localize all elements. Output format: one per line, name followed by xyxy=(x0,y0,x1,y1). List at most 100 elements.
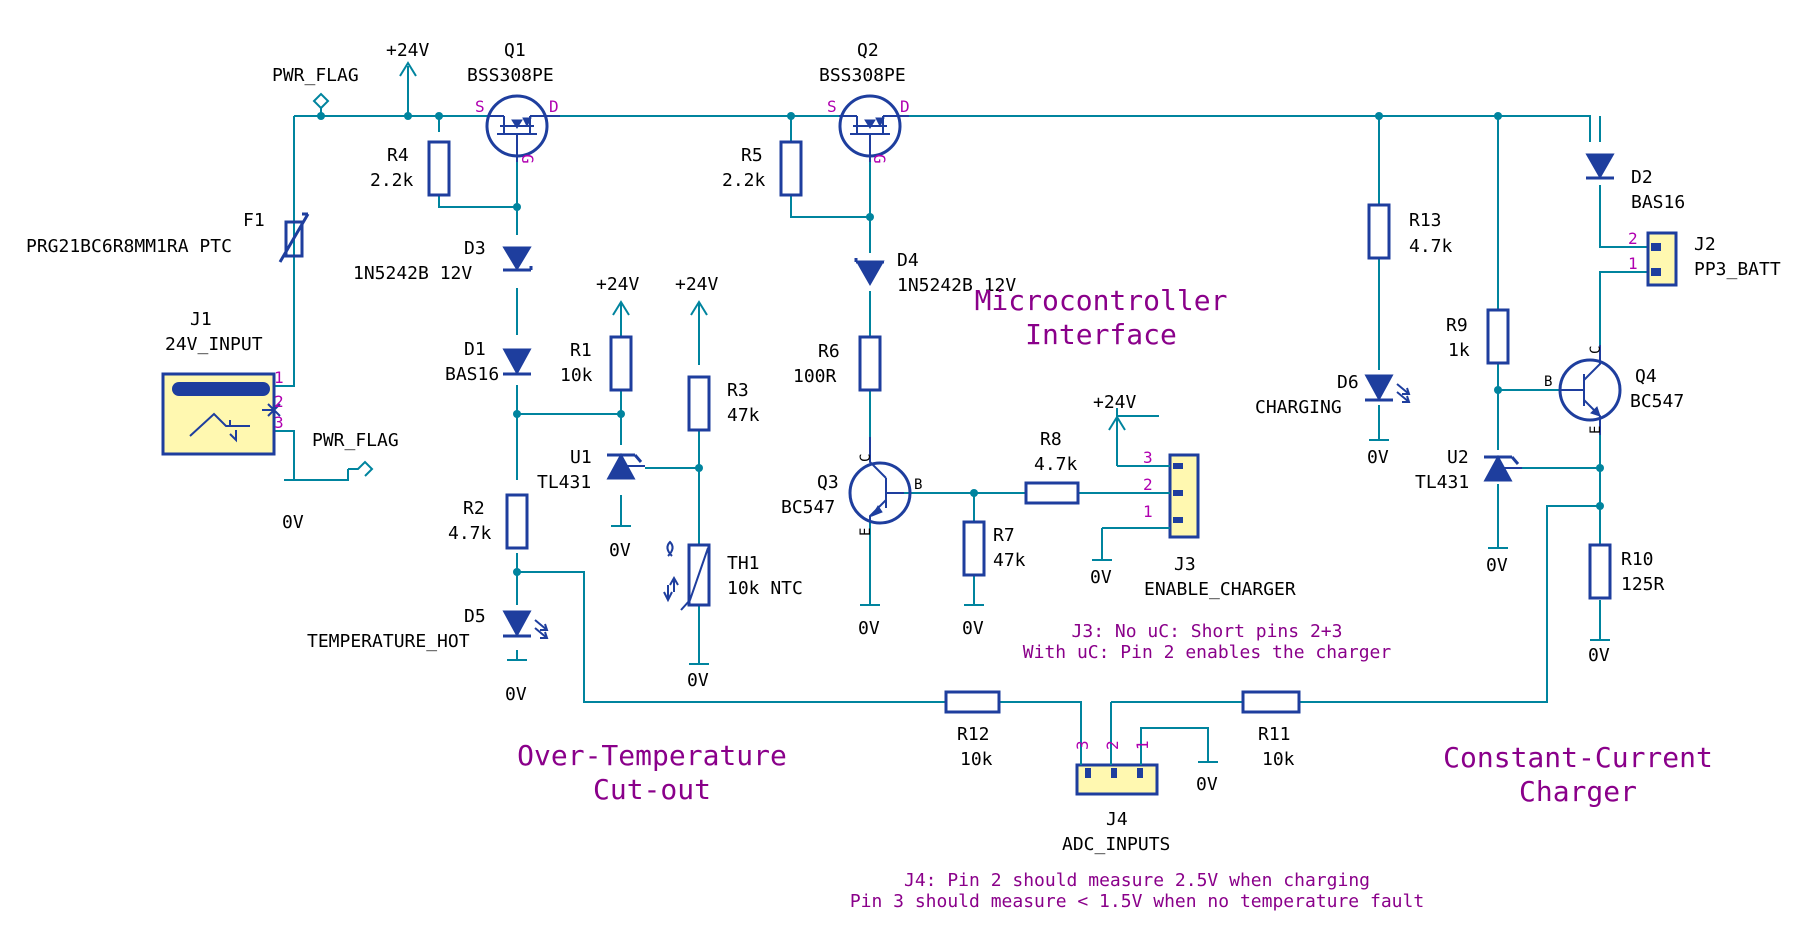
value-label: ADC_INPUTS xyxy=(1062,834,1170,855)
value-label: 10k xyxy=(960,749,993,770)
ref-label: R11 xyxy=(1258,724,1291,745)
ref-label: U2 xyxy=(1447,447,1469,468)
gnd-label: 0V xyxy=(687,670,709,691)
ref-label: J2 xyxy=(1694,234,1716,255)
mosfet-q1 xyxy=(485,94,560,162)
zener-d4 xyxy=(854,258,885,287)
value-label: 47k xyxy=(727,405,760,426)
pin-label: D xyxy=(549,97,559,116)
gnd-label: 0V xyxy=(1367,447,1389,468)
value-label: 10k NTC xyxy=(727,578,803,599)
pwr-flag-label: PWR_FLAG xyxy=(272,65,359,86)
connector-j3 xyxy=(1117,453,1200,539)
section-title: Constant-Current xyxy=(1443,741,1713,774)
note-line: Pin 3 should measure < 1.5V when no temp… xyxy=(850,891,1424,912)
ref-label: Q2 xyxy=(857,40,879,61)
value-label: 125R xyxy=(1621,574,1665,595)
pin-label: 1 xyxy=(1133,740,1152,750)
pin-label: B xyxy=(1544,374,1552,390)
ref-label: D5 xyxy=(464,606,486,627)
ref-label: Q3 xyxy=(817,472,839,493)
note-line: With uC: Pin 2 enables the charger xyxy=(1023,642,1392,663)
junctions xyxy=(317,112,1604,576)
ref-label: R3 xyxy=(727,380,749,401)
value-label: 2.2k xyxy=(370,170,414,191)
led-d5 xyxy=(502,610,549,639)
value-label: 1N5242B 12V xyxy=(353,263,472,284)
pin-labels: S D G S D G B C E B C E 1 2 3 2 1 3 2 1 … xyxy=(274,97,1638,750)
value-label: BAS16 xyxy=(445,364,499,385)
gnd-label: 0V xyxy=(1196,774,1218,795)
value-label: 24V_INPUT xyxy=(165,334,263,355)
pin-label: B xyxy=(914,477,922,493)
pin-label: G xyxy=(870,154,889,164)
p24-label: +24V xyxy=(596,274,640,295)
ref-label: D3 xyxy=(464,238,486,259)
value-label: 10k xyxy=(560,365,593,386)
rail-labels: +24V +24V +24V +24V PWR_FLAG PWR_FLAG 0V… xyxy=(272,40,1610,795)
pin-label: 2 xyxy=(1143,475,1153,494)
note-line: J4: Pin 2 should measure 2.5V when charg… xyxy=(904,870,1370,891)
thermistor-th1 xyxy=(663,540,711,611)
value-label: BSS308PE xyxy=(467,65,554,86)
pin-label: 3 xyxy=(1143,448,1153,467)
pin-label: 1 xyxy=(1143,502,1153,521)
value-label: TL431 xyxy=(537,472,591,493)
resistor-r10 xyxy=(1588,543,1612,600)
pin-label: G xyxy=(518,154,537,164)
value-label: TEMPERATURE_HOT xyxy=(307,631,470,652)
connector-j2 xyxy=(1646,231,1678,287)
pin-label: 1 xyxy=(1628,254,1638,273)
value-label: TL431 xyxy=(1415,472,1469,493)
ref-label: R9 xyxy=(1446,315,1468,336)
ref-label: R8 xyxy=(1040,429,1062,450)
ref-label: J1 xyxy=(190,309,212,330)
p24-label: +24V xyxy=(1093,392,1137,413)
power-symbols xyxy=(284,61,1610,763)
resistor-r2 xyxy=(505,493,529,550)
resistor-r5 xyxy=(779,140,803,197)
ref-label: D1 xyxy=(464,339,486,360)
pin-label: E xyxy=(1588,426,1604,434)
mosfet-q2 xyxy=(838,94,909,162)
resistor-r4 xyxy=(427,140,451,197)
value-label: 100R xyxy=(793,366,837,387)
section-title: Microcontroller xyxy=(975,284,1228,317)
tl431-u1 xyxy=(606,452,645,480)
ref-label: R13 xyxy=(1409,210,1442,231)
ref-label: J4 xyxy=(1106,809,1128,830)
resistor-r7 xyxy=(962,520,986,577)
ref-label: F1 xyxy=(243,210,265,231)
pin-label: 2 xyxy=(1103,740,1122,750)
resistor-r9 xyxy=(1486,308,1510,365)
section-title: Charger xyxy=(1519,775,1637,808)
ref-label: J3 xyxy=(1174,554,1196,575)
pin-label: 3 xyxy=(1073,740,1092,750)
gnd-label: 0V xyxy=(505,684,527,705)
value-label: 47k xyxy=(993,550,1026,571)
gnd-label: 0V xyxy=(1090,567,1112,588)
ref-label: U1 xyxy=(570,447,592,468)
pin-label: 1 xyxy=(274,368,284,387)
value-label: PP3_BATT xyxy=(1694,259,1781,280)
resistor-r3 xyxy=(687,375,711,432)
pin-label: 3 xyxy=(274,413,284,432)
resistor-r11 xyxy=(1241,690,1301,714)
ref-label: R7 xyxy=(993,525,1015,546)
pin-label: 2 xyxy=(274,392,284,411)
resistor-r12 xyxy=(944,690,1001,714)
pin-label: E xyxy=(858,528,874,536)
gnd-label: 0V xyxy=(962,618,984,639)
value-label: 2.2k xyxy=(722,170,766,191)
gnd-label: 0V xyxy=(282,512,304,533)
value-label: ENABLE_CHARGER xyxy=(1144,579,1296,600)
pin-label: S xyxy=(475,97,485,116)
p24-label: +24V xyxy=(386,40,430,61)
ref-label: D4 xyxy=(897,250,919,271)
value-label: 4.7k xyxy=(1034,454,1078,475)
value-label: 4.7k xyxy=(1409,236,1453,257)
ref-label: R2 xyxy=(463,498,485,519)
value-label: BSS308PE xyxy=(819,65,906,86)
component-labels: Q1 BSS308PE Q2 BSS308PE R4 2.2k R5 2.2k … xyxy=(26,40,1781,855)
